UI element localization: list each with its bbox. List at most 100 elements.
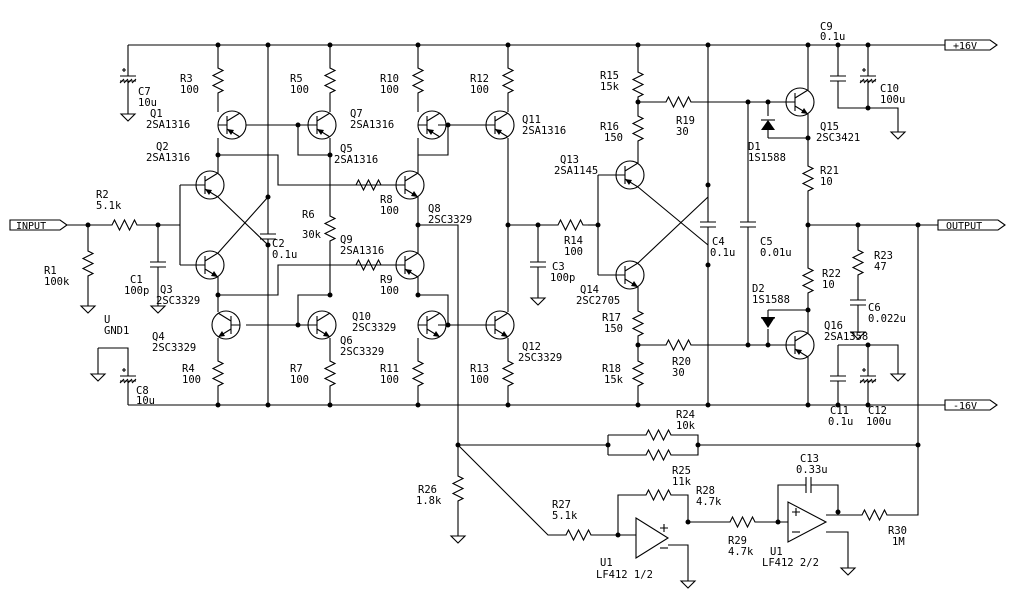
d1-diode xyxy=(761,102,808,139)
c8-name: C8 xyxy=(136,385,149,397)
c3-name: C3 xyxy=(552,261,565,273)
r24-name: R24 xyxy=(676,409,695,421)
u-value: GND1 xyxy=(104,325,129,337)
r30-value: 1M xyxy=(892,536,905,548)
r12-resistor xyxy=(502,61,514,99)
q13-name: Q13 xyxy=(560,154,579,166)
r4-name: R4 xyxy=(182,363,195,375)
r7-resistor xyxy=(324,354,336,392)
r20-value: 30 xyxy=(672,367,685,379)
q6-name: Q6 xyxy=(340,335,353,347)
r12-name: R12 xyxy=(470,73,489,85)
r29-resistor xyxy=(723,516,761,528)
q16-name: Q16 xyxy=(824,320,843,332)
r1-value: 100k xyxy=(44,276,70,288)
r23-resistor xyxy=(852,243,864,281)
c5-value: 0.01u xyxy=(760,247,792,259)
q10-name: Q10 xyxy=(352,311,371,323)
r6-resistor xyxy=(324,209,336,247)
u1b-value: LF412 2/2 xyxy=(762,557,819,569)
r27-resistor xyxy=(559,529,597,541)
r6-value: 30k xyxy=(302,229,322,241)
q13-value: 2SA1145 xyxy=(554,165,598,177)
r6-name: R6 xyxy=(302,209,315,221)
u1a-opamp xyxy=(635,517,670,559)
c11-name: C11 xyxy=(830,405,849,417)
r1-name: R1 xyxy=(44,265,57,277)
q1-transistor xyxy=(217,110,247,140)
q4-transistor xyxy=(211,310,241,340)
r26-value: 1.8k xyxy=(416,495,442,507)
r9-value: 100 xyxy=(380,285,399,297)
c1-value: 100p xyxy=(124,285,149,297)
r16-name: R16 xyxy=(600,121,619,133)
r18-value: 15k xyxy=(604,374,624,386)
input-label: INPUT xyxy=(16,221,46,232)
c12-capacitor xyxy=(859,361,877,396)
c10-name: C10 xyxy=(880,83,899,95)
r17-name: R17 xyxy=(602,312,621,324)
q14-value: 2SC2705 xyxy=(576,295,620,307)
q11-transistor xyxy=(485,110,515,140)
r27-name: R27 xyxy=(552,499,571,511)
r25-resistor xyxy=(639,489,677,501)
r2-name: R2 xyxy=(96,189,109,201)
r18-name: R18 xyxy=(602,363,621,375)
input-port: INPUT xyxy=(9,219,68,232)
c12-name: C12 xyxy=(868,405,887,417)
c9-capacitor xyxy=(829,61,847,96)
r11-value: 100 xyxy=(380,374,399,386)
q9-value: 2SA1316 xyxy=(340,245,384,257)
r11-name: R11 xyxy=(380,363,399,375)
output-label: OUTPUT xyxy=(946,221,982,232)
q5-transistor xyxy=(307,110,337,140)
r21-value: 10 xyxy=(820,176,833,188)
c6-value: 0.022u xyxy=(868,313,906,325)
c3-capacitor xyxy=(529,247,547,282)
c5-capacitor xyxy=(739,207,757,242)
r21-name: R21 xyxy=(820,165,839,177)
r27-value: 5.1k xyxy=(552,510,578,522)
r14-value: 100 xyxy=(564,246,583,258)
d2-diode xyxy=(761,309,808,345)
vneg-label: -16V xyxy=(953,401,977,412)
q15-name: Q15 xyxy=(820,121,839,133)
r22-name: R22 xyxy=(822,268,841,280)
r15-name: R15 xyxy=(600,70,619,82)
r17-value: 150 xyxy=(604,323,623,335)
r23-name: R23 xyxy=(874,250,893,262)
q1-name: Q1 xyxy=(150,108,163,120)
c2-name: C2 xyxy=(272,238,285,250)
q15-value: 2SC3421 xyxy=(816,132,860,144)
u1a-value: LF412 1/2 xyxy=(596,569,653,581)
q15-transistor xyxy=(785,87,815,117)
q9-name: Q9 xyxy=(340,234,353,246)
r1-resistor xyxy=(82,244,94,282)
d1-name: D1 xyxy=(748,141,761,153)
c13-value: 0.33u xyxy=(796,464,828,476)
c6-name: C6 xyxy=(868,302,881,314)
r7-value: 100 xyxy=(290,374,309,386)
q11-name: Q11 xyxy=(522,114,541,126)
r30-resistor xyxy=(855,509,893,521)
q2-name: Q2 xyxy=(156,141,169,153)
labels: C7 10u C8 10u U GND1 R2 5.1k R1 100k C1 … xyxy=(44,21,907,581)
r21-resistor xyxy=(802,159,814,197)
c5-name: C5 xyxy=(760,236,773,248)
q8-transistor xyxy=(395,170,425,200)
c7-capacitor xyxy=(119,45,137,122)
c11-capacitor xyxy=(829,361,847,396)
q5-name: Q5 xyxy=(340,143,353,155)
q4-name: Q4 xyxy=(152,331,165,343)
c9-name: C9 xyxy=(820,21,833,33)
c8-value: 10u xyxy=(136,395,155,407)
r17-resistor xyxy=(632,304,644,342)
c7-name: C7 xyxy=(138,86,151,98)
r7-name: R7 xyxy=(290,363,303,375)
c10-value: 100u xyxy=(880,94,905,106)
r23-value: 47 xyxy=(874,261,887,273)
u1b-name: U1 xyxy=(770,546,783,558)
r30-name: R30 xyxy=(888,525,907,537)
r15-resistor xyxy=(632,65,644,103)
r14-resistor xyxy=(551,219,589,231)
